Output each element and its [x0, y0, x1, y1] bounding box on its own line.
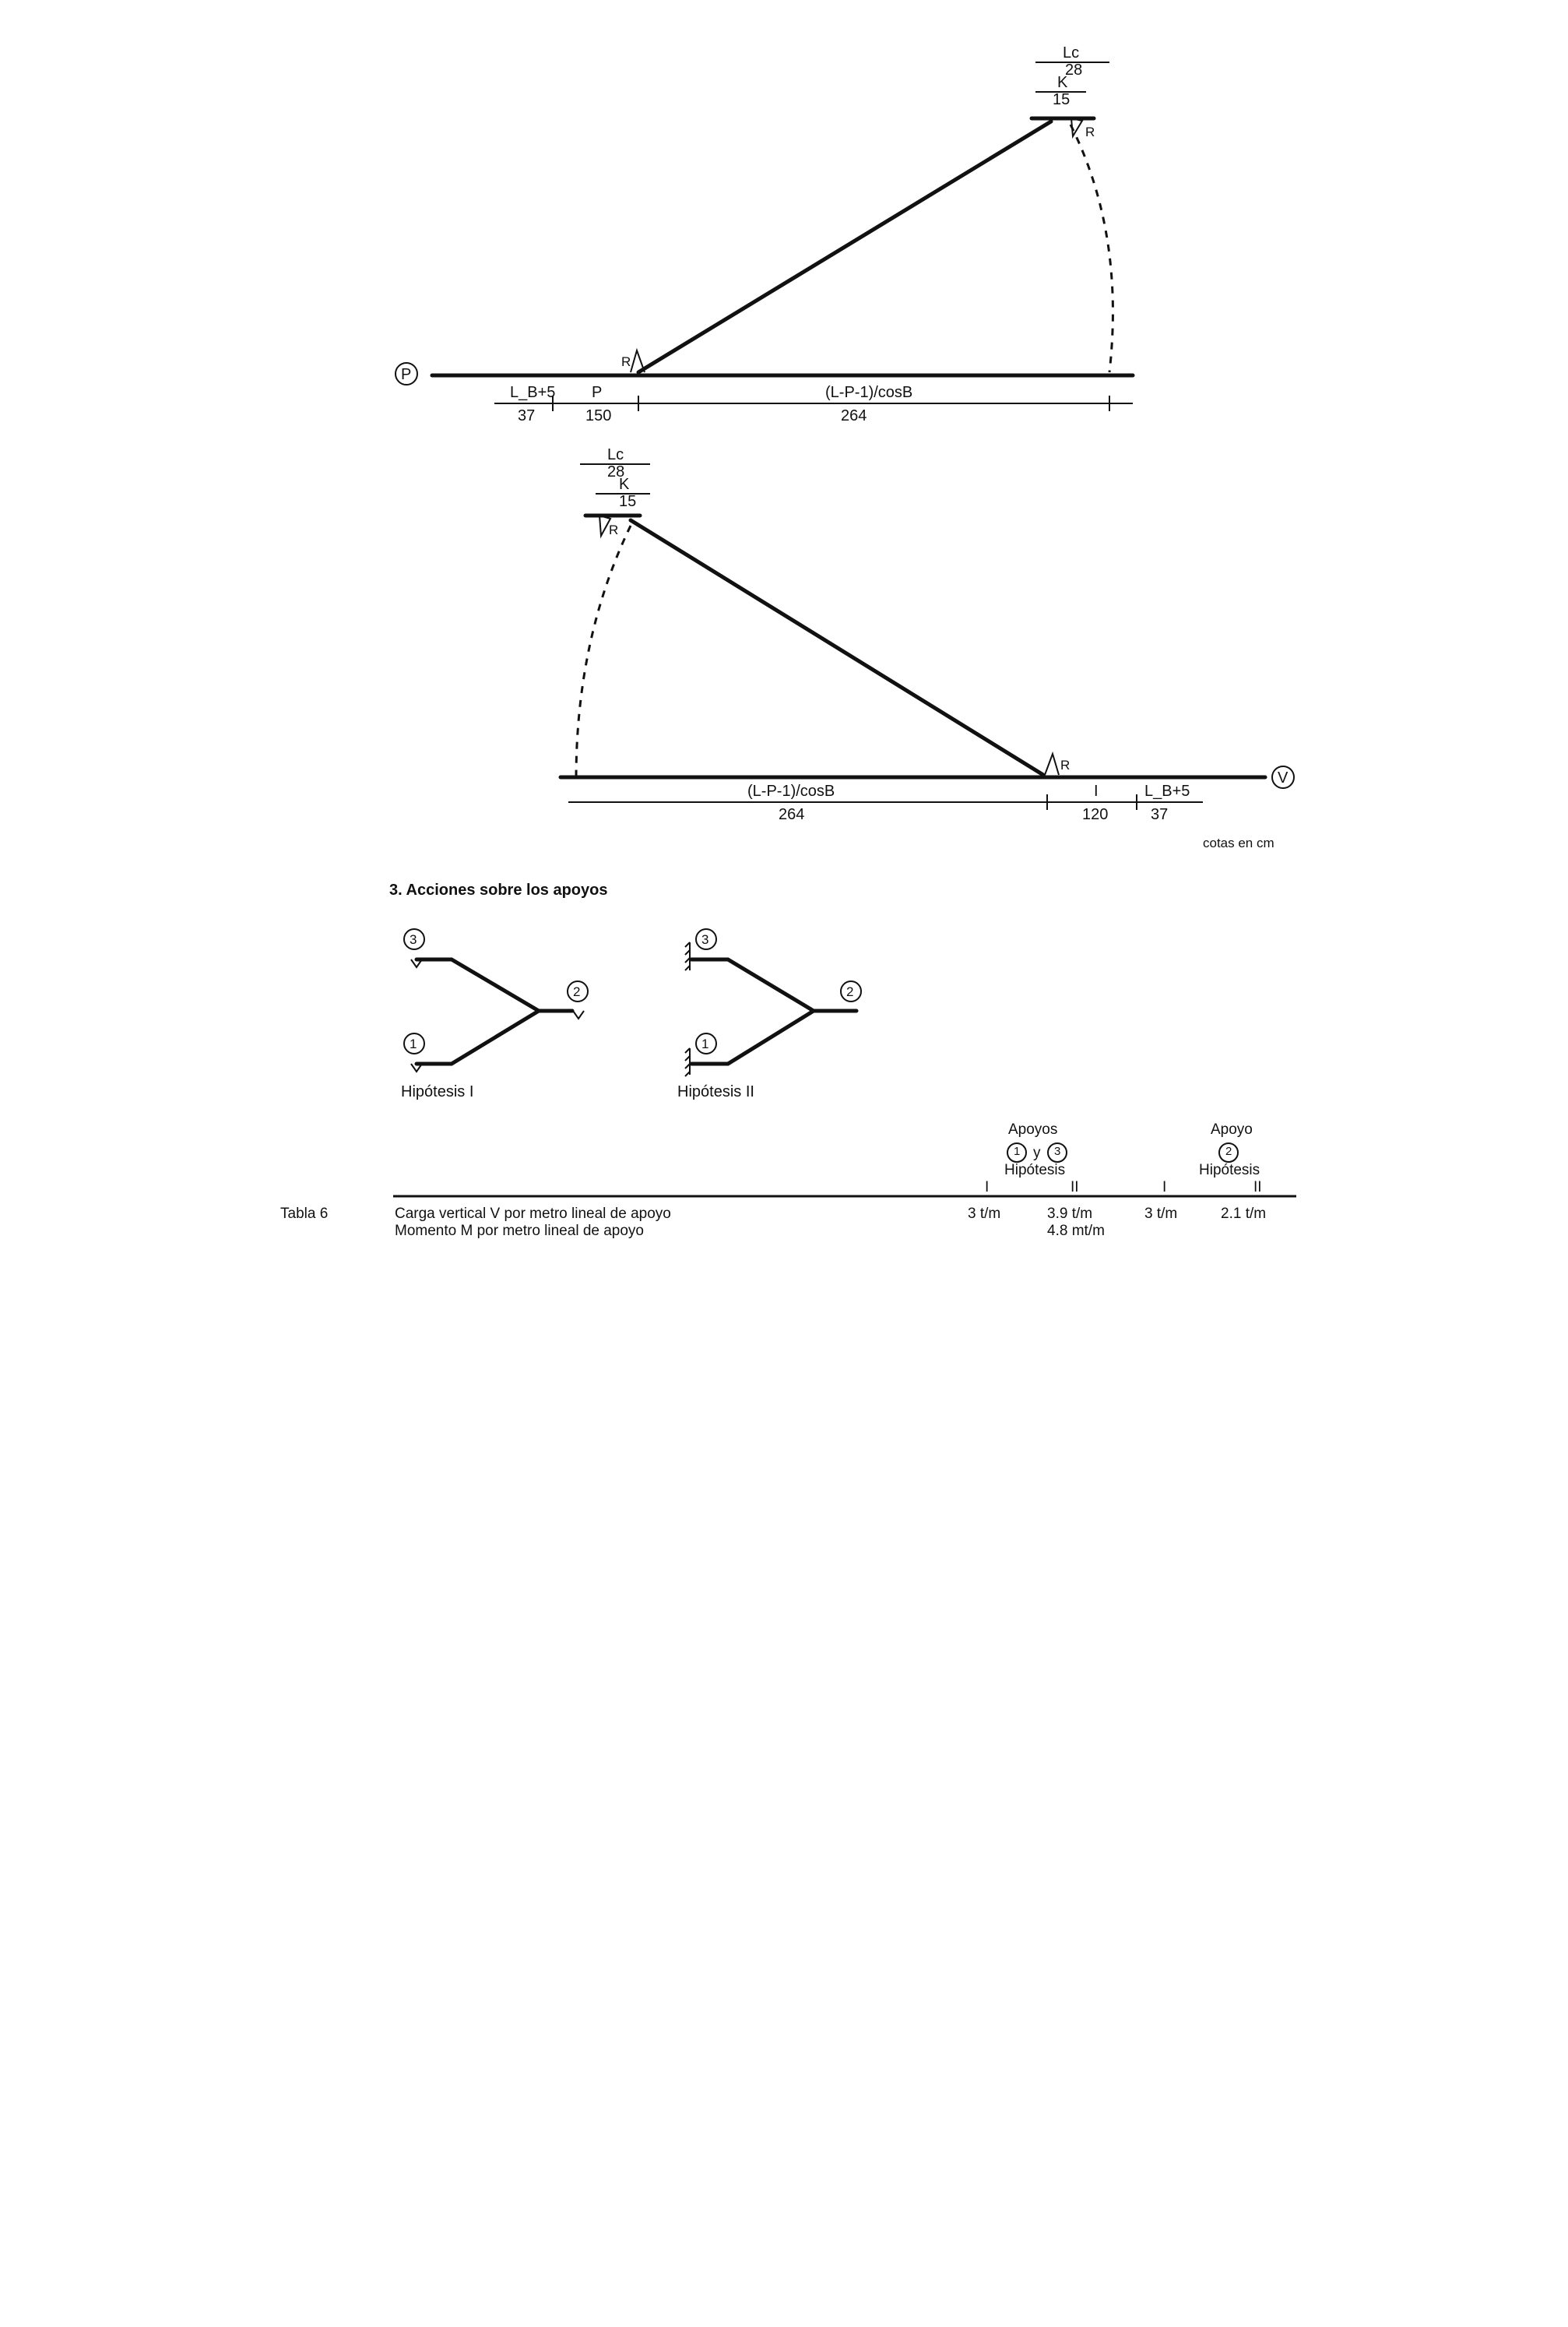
- dim-p-name-upper: P: [592, 384, 602, 401]
- dim-lc-name-lower: Lc: [607, 446, 624, 463]
- dim-lc-value-upper: 28: [1065, 62, 1082, 79]
- row1-value-4: 2.1 t/m: [1221, 1206, 1267, 1222]
- group1-case-2: II: [1071, 1179, 1079, 1195]
- row1-label: Carga vertical V por metro lineal de apo…: [395, 1206, 671, 1222]
- section-heading: 3. Acciones sobre los apoyos: [389, 882, 608, 899]
- row1-value-1: 3 t/m: [968, 1206, 1001, 1222]
- group2-node: 2: [1225, 1145, 1232, 1158]
- support-mark-upper-bottom: [630, 347, 645, 373]
- support-label-lower-bottom: R: [1060, 758, 1070, 773]
- hyp2-label: Hipótesis II: [677, 1083, 754, 1100]
- dim-lc-name-upper: Lc: [1063, 44, 1079, 62]
- ramp-line-lower: [628, 518, 1046, 777]
- section-number: 3.: [389, 882, 403, 899]
- row2-label: Momento M por metro lineal de apoyo: [395, 1223, 644, 1239]
- group1-title: Apoyos: [1008, 1121, 1058, 1138]
- node-p-circle: [395, 362, 418, 385]
- hyp2-node-1: 1: [701, 1037, 708, 1051]
- table-label: Tabla 6: [280, 1206, 329, 1222]
- hyp1-node-3: 3: [410, 932, 417, 947]
- support-mark-lower-top: [598, 514, 612, 539]
- dim-p-value-upper: 150: [585, 407, 611, 424]
- dim-k-value-lower: 15: [619, 493, 636, 510]
- row2-value-2: 4.8 mt/m: [1047, 1223, 1105, 1239]
- swing-arc-upper: [1069, 124, 1114, 373]
- node-p-label: P: [401, 366, 411, 383]
- row1-value-3: 3 t/m: [1144, 1206, 1178, 1222]
- dim-k-name-lower: K: [619, 476, 630, 493]
- group1-case-1: I: [985, 1179, 990, 1195]
- dim-lp-name-lower: (L-P-1)/cosB: [747, 783, 835, 800]
- hyp1-node-1: 1: [410, 1037, 417, 1051]
- table-header-graphics: [393, 1142, 1296, 1198]
- dim-lb-value-lower: 37: [1151, 806, 1168, 823]
- group1-sub: Hipótesis: [1004, 1162, 1066, 1178]
- node-v-circle: [1271, 766, 1295, 789]
- dim-lb-value-upper: 37: [518, 407, 535, 424]
- hyp1-node-2: 2: [573, 984, 580, 999]
- ramp-line-upper: [636, 119, 1053, 375]
- dim-lb-name-upper: L_B+5: [510, 384, 555, 401]
- hyp2-node-3: 3: [701, 932, 708, 947]
- dim-lc-value-lower: 28: [607, 463, 624, 481]
- table-6: Apoyos 1 y 3 Hipótesis I II Apoyo 2 Hipó…: [0, 1121, 1568, 1277]
- section-title: Acciones sobre los apoyos: [406, 882, 608, 899]
- group1-connector: y: [1033, 1145, 1041, 1161]
- support-label-lower-top: R: [609, 523, 618, 537]
- group1-node-b: 3: [1054, 1145, 1061, 1158]
- node-v-label: V: [1278, 769, 1289, 787]
- hypothesis-1: 3 1 2 Hipótesis I: [401, 928, 589, 1100]
- support-label-upper-top: R: [1085, 125, 1095, 139]
- support-mark-lower-bottom: [1044, 751, 1060, 776]
- group1-node-a: 1: [1014, 1145, 1021, 1158]
- group2-title: Apoyo: [1211, 1121, 1253, 1138]
- dim-lp-value-upper: 264: [841, 407, 867, 424]
- hyp1-label: Hipótesis I: [401, 1083, 473, 1100]
- ramp-diagram-upper: Lc 28 K 15 R R P L_B+5 37 P 150 (L-P-1)/…: [395, 44, 1295, 850]
- dim-lp-name-upper: (L-P-1)/cosB: [825, 384, 912, 401]
- dim-lp-value-lower: 264: [779, 806, 804, 823]
- swing-arc-lower: [575, 525, 632, 780]
- group2-case-2: II: [1253, 1179, 1262, 1195]
- group2-case-1: I: [1162, 1179, 1167, 1195]
- dim-k-name-upper: K: [1057, 74, 1068, 91]
- units-note: cotas en cm: [1203, 836, 1274, 850]
- dim-i-name-lower: I: [1094, 783, 1099, 800]
- row1-value-2: 3.9 t/m: [1047, 1206, 1093, 1222]
- support-label-upper-bottom: R: [621, 354, 631, 369]
- group2-sub: Hipótesis: [1199, 1162, 1260, 1178]
- dim-i-value-lower: 120: [1082, 806, 1108, 823]
- hypotheses-diagram: 3 1 2 Hipótesis I 3 1 2 Hipótesis II: [401, 928, 862, 1100]
- hypothesis-2: 3 1 2 Hipótesis II: [677, 928, 862, 1100]
- hyp2-node-2: 2: [846, 984, 853, 999]
- dim-k-value-upper: 15: [1053, 91, 1070, 108]
- dim-lb-name-lower: L_B+5: [1144, 783, 1190, 800]
